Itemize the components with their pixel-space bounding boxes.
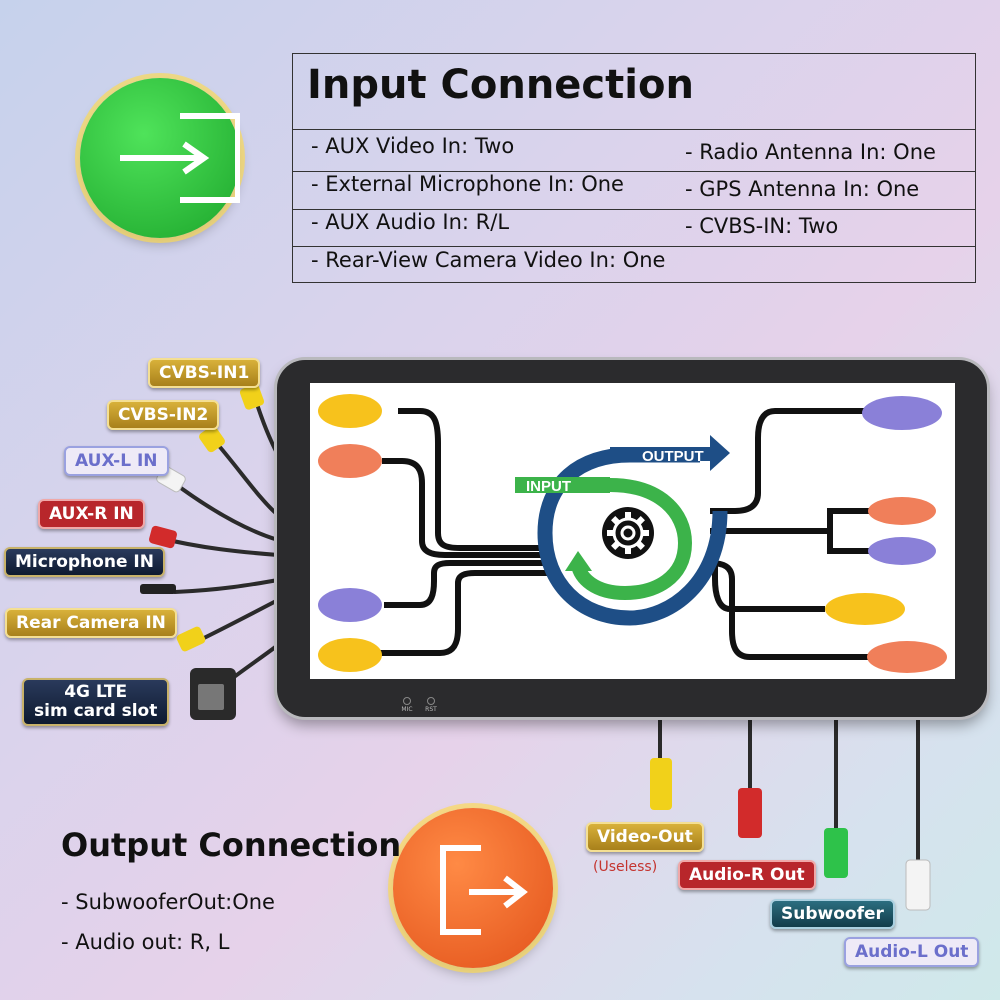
- port-purple: [868, 537, 936, 565]
- mic-jack: [140, 584, 176, 594]
- sign-out-icon: [440, 845, 528, 935]
- rca-plug-green: [824, 828, 848, 878]
- spec-item: - CVBS-IN: Two: [685, 214, 839, 238]
- sim-line2: sim card slot: [34, 701, 158, 721]
- device-screen: OUTPUT INPUT: [310, 383, 955, 679]
- input-arrow: [565, 551, 592, 571]
- sim-line1: 4G LTE: [64, 682, 128, 702]
- mic-label: MIC: [401, 706, 413, 713]
- useless-note: (Useless): [593, 859, 658, 875]
- rca-plug-white: [905, 859, 931, 911]
- label-cvbs-in2: CVBS-IN2: [107, 400, 220, 430]
- label-microphone-in: Microphone IN: [4, 547, 165, 577]
- rca-plug-red: [149, 525, 177, 549]
- sim-slot: [198, 684, 224, 710]
- label-audio-l-out: Audio-L Out: [844, 937, 980, 967]
- port-salmon: [868, 497, 936, 525]
- rst-label: RST: [425, 706, 437, 713]
- label-4g-sim: 4G LTE sim card slot: [22, 678, 170, 726]
- spec-item: - External Microphone In: One: [311, 172, 624, 196]
- port-salmon: [867, 641, 947, 673]
- gear-icon: [602, 507, 654, 559]
- input-title: Input Connection: [307, 62, 694, 108]
- rca-plug-yellow: [199, 425, 225, 453]
- spec-item: - AUX Video In: Two: [311, 134, 515, 158]
- label-aux-l-in: AUX-L IN: [64, 446, 169, 476]
- rca-plug-yellow: [650, 758, 672, 810]
- screen-ports: [318, 394, 947, 673]
- label-cvbs-in1: CVBS-IN1: [148, 358, 261, 388]
- label-video-out: Video-Out: [586, 822, 704, 852]
- port-yellow: [318, 638, 382, 672]
- spec-item: - GPS Antenna In: One: [685, 177, 920, 201]
- input-spec-table: Input Connection - AUX Video In: Two - E…: [292, 53, 976, 283]
- label-aux-r-in: AUX-R IN: [38, 499, 145, 529]
- output-arrow: [610, 435, 730, 471]
- label-subwoofer: Subwoofer: [770, 899, 895, 929]
- output-item: - Audio out: R, L: [61, 930, 230, 954]
- output-label: OUTPUT: [642, 448, 704, 465]
- connection-diagram: OUTPUT INPUT: [318, 394, 947, 673]
- rca-plug-red: [738, 788, 762, 838]
- left-plugs: [140, 384, 265, 720]
- spec-item: - Radio Antenna In: One: [685, 140, 936, 164]
- rst-hole: RST: [424, 697, 438, 713]
- input-circle: [80, 78, 241, 238]
- input-label: INPUT: [526, 478, 571, 495]
- port-purple: [862, 396, 942, 430]
- port-salmon: [318, 444, 382, 478]
- spec-item: - AUX Audio In: R/L: [311, 210, 510, 234]
- port-purple: [318, 588, 382, 622]
- mic-hole: MIC: [400, 697, 414, 713]
- rca-plug-yellow: [239, 384, 265, 410]
- port-yellow: [825, 593, 905, 625]
- label-rear-camera-in: Rear Camera IN: [5, 608, 177, 638]
- spec-item: - Rear-View Camera Video In: One: [311, 248, 666, 272]
- output-circle: [393, 808, 553, 968]
- sign-in-icon: [120, 113, 241, 203]
- output-item: - SubwooferOut:One: [61, 890, 275, 914]
- port-yellow: [318, 394, 382, 428]
- label-audio-r-out: Audio-R Out: [678, 860, 816, 890]
- output-title: Output Connection: [61, 826, 402, 864]
- rca-plug-yellow: [176, 626, 206, 652]
